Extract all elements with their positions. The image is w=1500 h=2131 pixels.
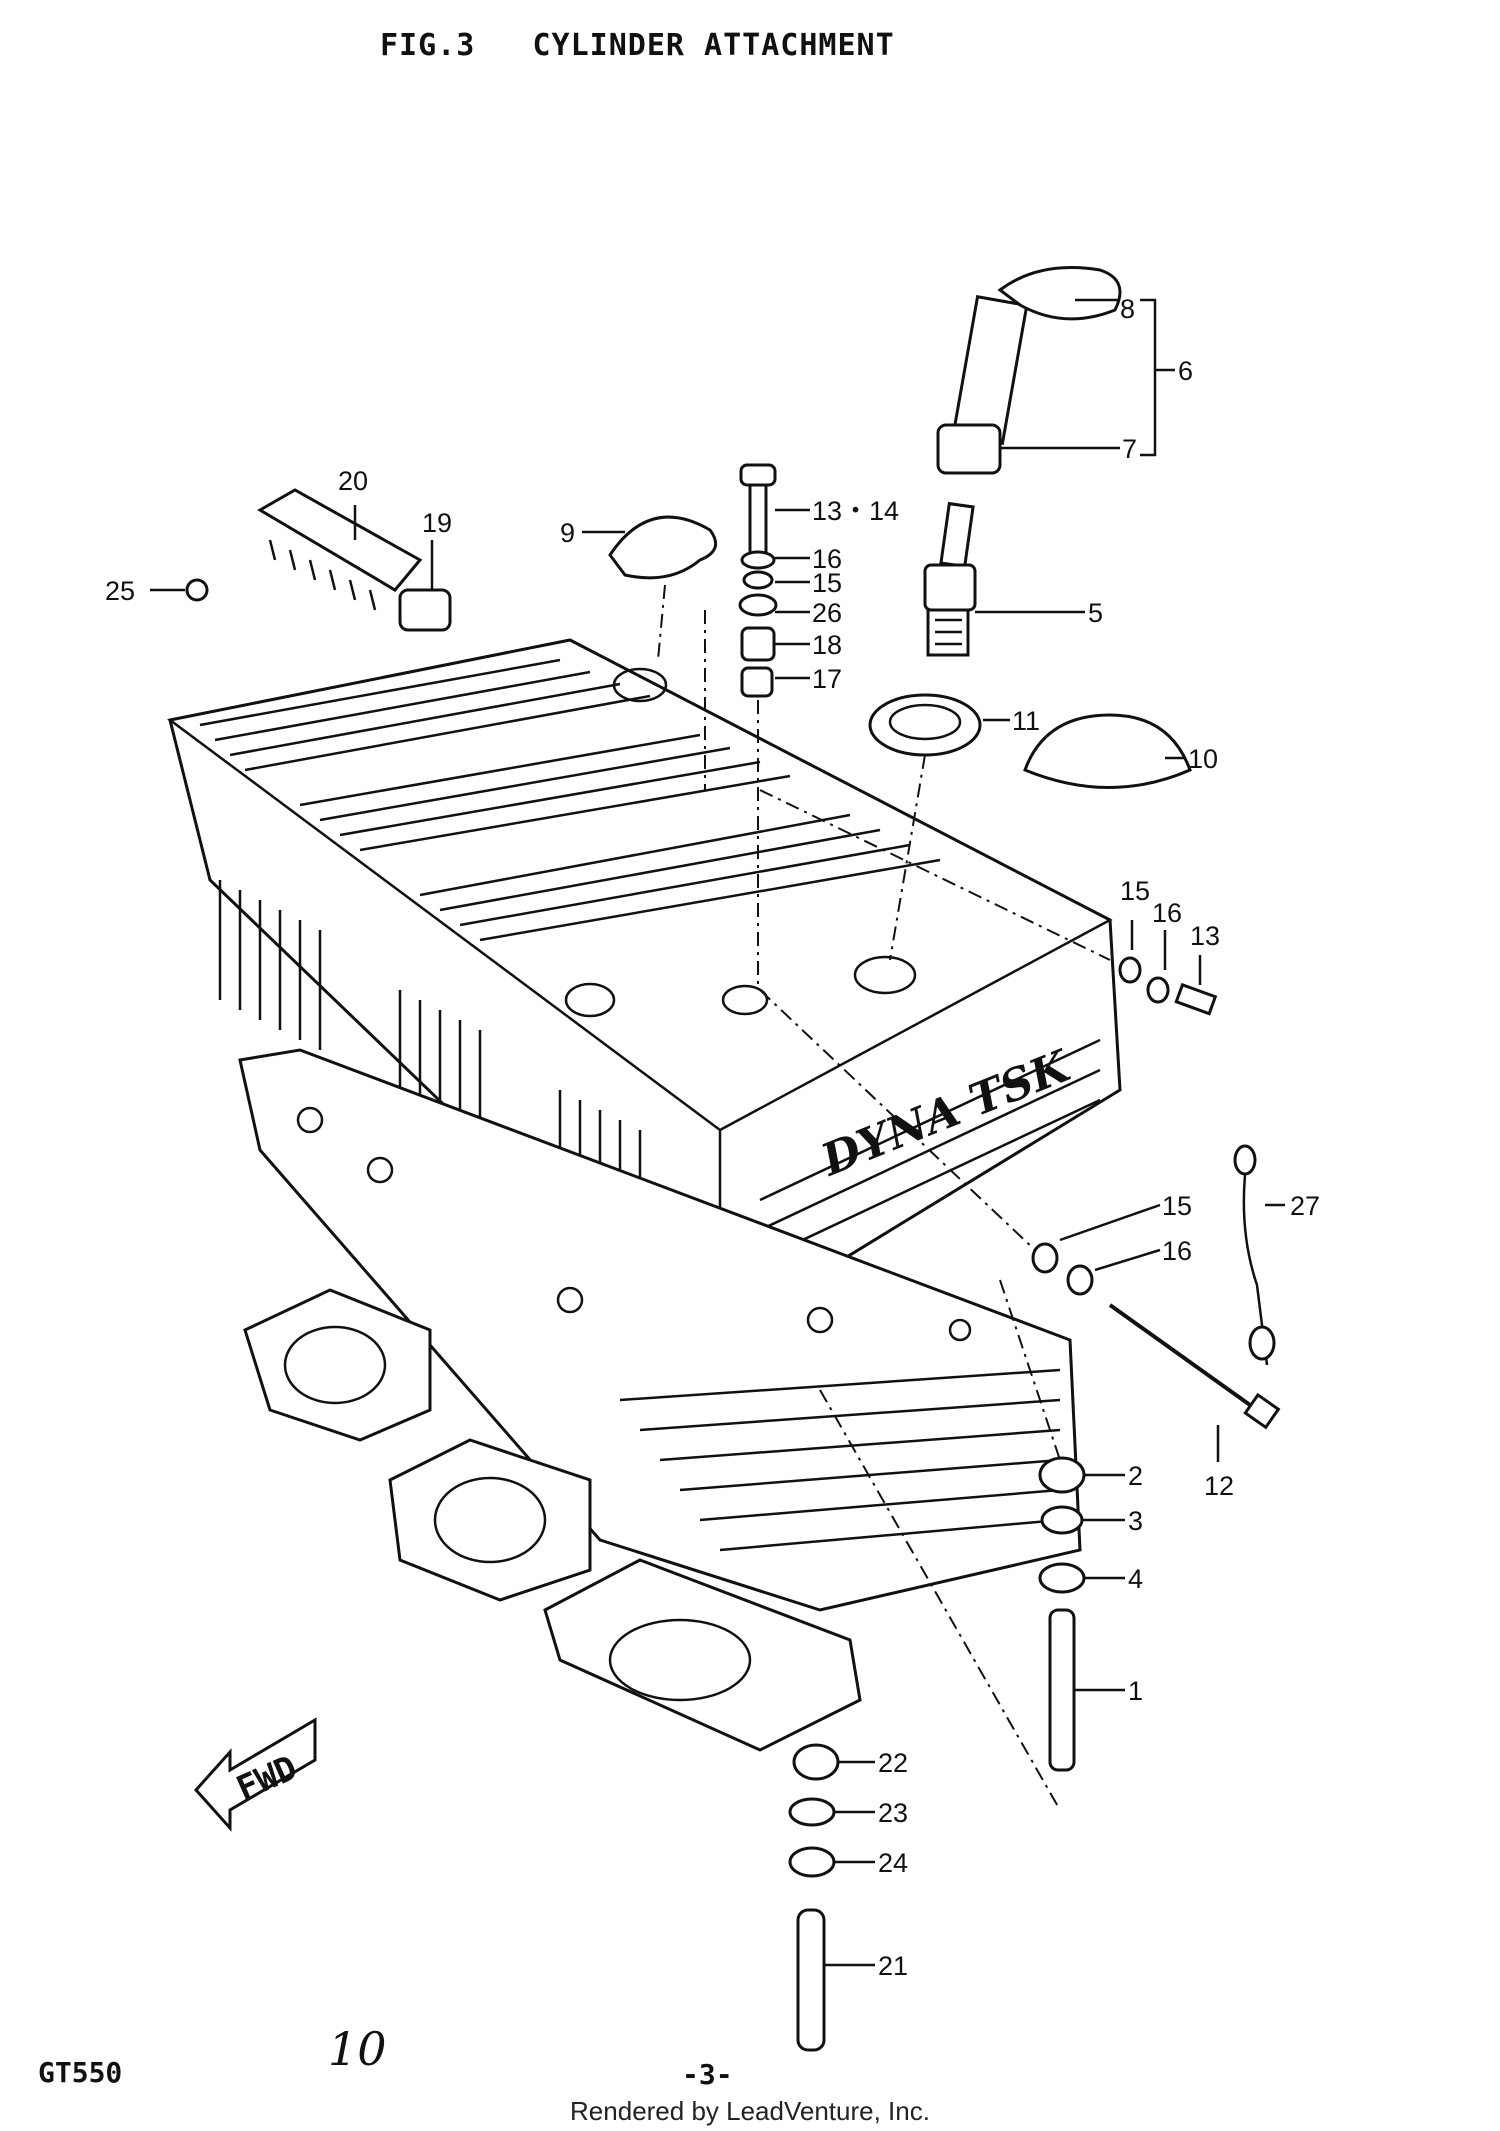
spark-plug-cap: [936, 266, 1122, 475]
callout-27: 27: [1290, 1191, 1320, 1221]
callout-7: 7: [1122, 434, 1137, 464]
callout-labels: 8 6 7 20 19 9 13・14 16 15 26 18 17 5 25 …: [105, 294, 1320, 1981]
callout-16c: 16: [1162, 1236, 1192, 1266]
callout-11: 11: [1012, 706, 1040, 736]
callout-10: 10: [1188, 744, 1218, 774]
spark-plug: [923, 501, 977, 657]
rendered-by-credit: Rendered by LeadVenture, Inc.: [570, 2096, 930, 2126]
bolt-stack: [738, 463, 778, 698]
fwd-arrow: FWD: [193, 1717, 317, 1832]
fin-damper: [257, 488, 452, 632]
cylinder-head: DYNA TSK: [167, 638, 1122, 1373]
callout-23: 23: [878, 1798, 908, 1828]
callout-15a: 15: [812, 568, 842, 598]
callout-4: 4: [1128, 1564, 1143, 1594]
callout-13: 13: [1190, 921, 1220, 951]
callout-5: 5: [1088, 598, 1103, 628]
callout-16a: 16: [812, 544, 842, 574]
callout-19: 19: [422, 508, 452, 538]
figure-title: FIG.3 CYLINDER ATTACHMENT: [380, 28, 895, 63]
callout-20: 20: [338, 466, 368, 496]
handwritten-note: 10: [328, 2022, 387, 2076]
callout-1: 1: [1128, 1676, 1143, 1706]
callout-2: 2: [1128, 1461, 1143, 1491]
callout-24: 24: [878, 1848, 908, 1878]
callout-8: 8: [1120, 294, 1135, 324]
model-code: GT550: [38, 2056, 123, 2089]
callout-17: 17: [812, 664, 842, 694]
page-number: -3-: [682, 2058, 733, 2091]
callout-3: 3: [1128, 1506, 1143, 1536]
callout-18: 18: [812, 630, 842, 660]
callout-15c: 15: [1162, 1191, 1192, 1221]
callout-16b: 16: [1152, 898, 1182, 928]
callout-12: 12: [1204, 1471, 1234, 1501]
assembly-lines: [657, 584, 1111, 1811]
callout-25: 25: [105, 576, 135, 606]
callout-21: 21: [878, 1951, 908, 1981]
leader-lines: [150, 298, 1285, 1967]
ground-wire: [1233, 1144, 1276, 1366]
callout-22: 22: [878, 1748, 908, 1778]
callout-13-14: 13・14: [812, 496, 899, 526]
grommet-25: [185, 578, 209, 602]
cylinder-block: [238, 1048, 1082, 1612]
plug-hole-cap: [1023, 713, 1192, 789]
callout-9: 9: [560, 518, 575, 548]
callout-26: 26: [812, 598, 842, 628]
callout-6: 6: [1178, 356, 1193, 386]
cap-9: [608, 515, 718, 580]
callout-15b: 15: [1120, 876, 1150, 906]
base-gaskets: [243, 1288, 862, 1752]
